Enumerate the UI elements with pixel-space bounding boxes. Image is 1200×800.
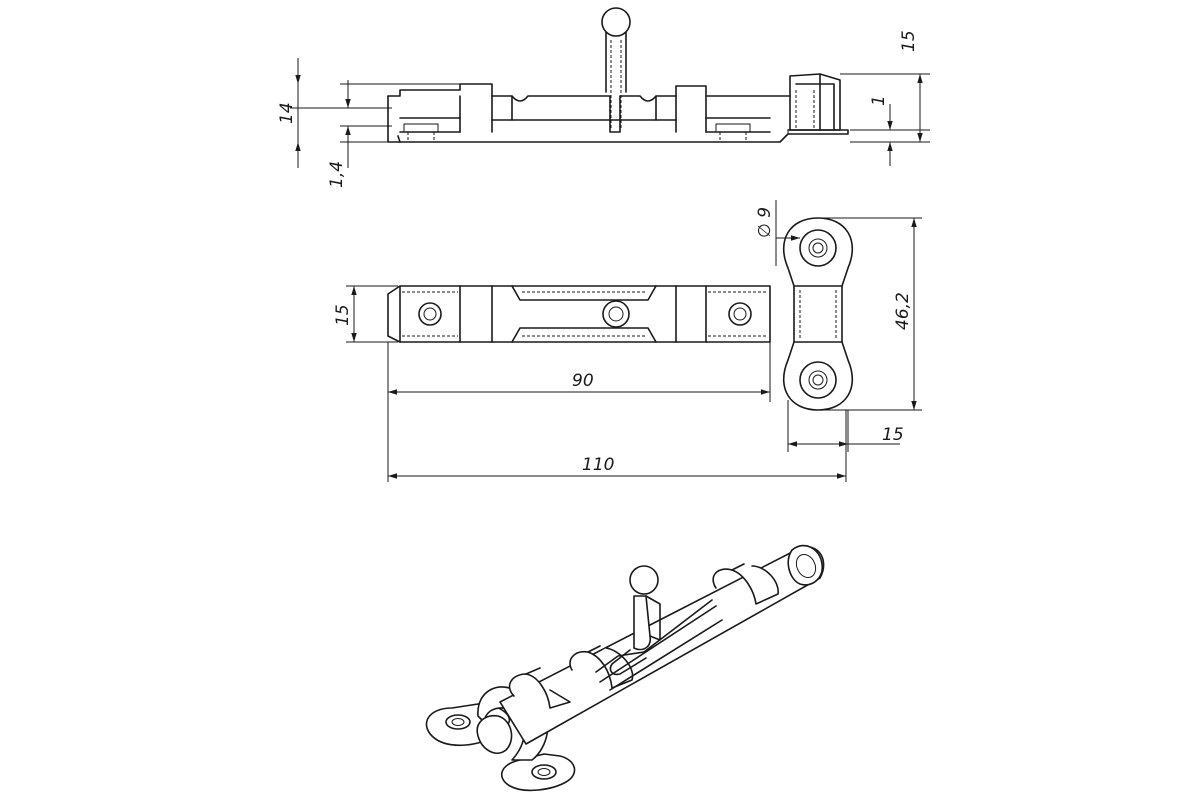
dim-bracket-height: 46,2	[893, 292, 913, 330]
dim-side-gap: 1,4	[327, 161, 347, 188]
isometric-view	[425, 544, 825, 792]
side-view	[387, 7, 849, 143]
dim-top-length: 90	[572, 371, 594, 391]
dim-overall-length: 110	[582, 455, 614, 475]
dim-side-total: 15	[899, 30, 919, 52]
dim-side-height: 14	[277, 102, 297, 124]
dim-bracket-width: 15	[882, 425, 904, 445]
side-view-dimensions: 14 1,4 15 1	[277, 30, 930, 188]
dim-top-width: 15	[333, 304, 353, 326]
dim-hole-diameter: ∅ 9	[755, 207, 775, 238]
top-view-dimensions: 15 90 110 15 46,2 ∅ 9	[333, 200, 922, 482]
top-view	[387, 217, 853, 411]
dim-side-plate: 1	[869, 95, 889, 106]
